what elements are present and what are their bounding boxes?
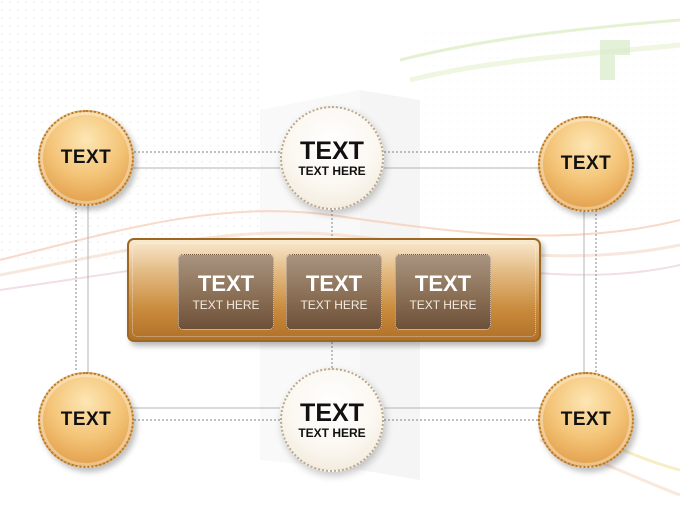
node-bottom-right-label: TEXT bbox=[560, 409, 612, 430]
center-panel: TEXT TEXT HERE TEXT TEXT HERE TEXT TEXT … bbox=[127, 238, 541, 342]
panel-box-1-subtitle: TEXT HERE bbox=[192, 298, 260, 312]
node-bottom-right: TEXT bbox=[538, 372, 634, 468]
node-bottom-center: TEXT TEXT HERE bbox=[280, 368, 384, 472]
panel-box-1-title: TEXT bbox=[197, 271, 255, 296]
panel-box-3-subtitle: TEXT HERE bbox=[409, 298, 477, 312]
node-bottom-center-subtitle: TEXT HERE bbox=[298, 425, 366, 440]
panel-box-3-title: TEXT bbox=[414, 271, 472, 296]
node-bottom-left: TEXT bbox=[38, 372, 134, 468]
node-bottom-left-label: TEXT bbox=[60, 409, 112, 430]
panel-box-2-subtitle: TEXT HERE bbox=[300, 298, 368, 312]
panel-box-1: TEXT TEXT HERE bbox=[178, 254, 274, 330]
node-top-center-title: TEXT bbox=[300, 136, 364, 165]
panel-box-3: TEXT TEXT HERE bbox=[395, 254, 491, 330]
node-top-left: TEXT bbox=[38, 110, 134, 206]
node-top-left-label: TEXT bbox=[60, 147, 112, 168]
panel-box-2: TEXT TEXT HERE bbox=[286, 254, 382, 330]
node-bottom-center-title: TEXT bbox=[300, 398, 364, 427]
node-top-right: TEXT bbox=[538, 116, 634, 212]
node-top-center: TEXT TEXT HERE bbox=[280, 106, 384, 210]
panel-box-2-title: TEXT bbox=[305, 271, 363, 296]
node-top-center-subtitle: TEXT HERE bbox=[298, 163, 366, 178]
node-top-right-label: TEXT bbox=[560, 153, 612, 174]
center-panel-border bbox=[132, 243, 536, 337]
